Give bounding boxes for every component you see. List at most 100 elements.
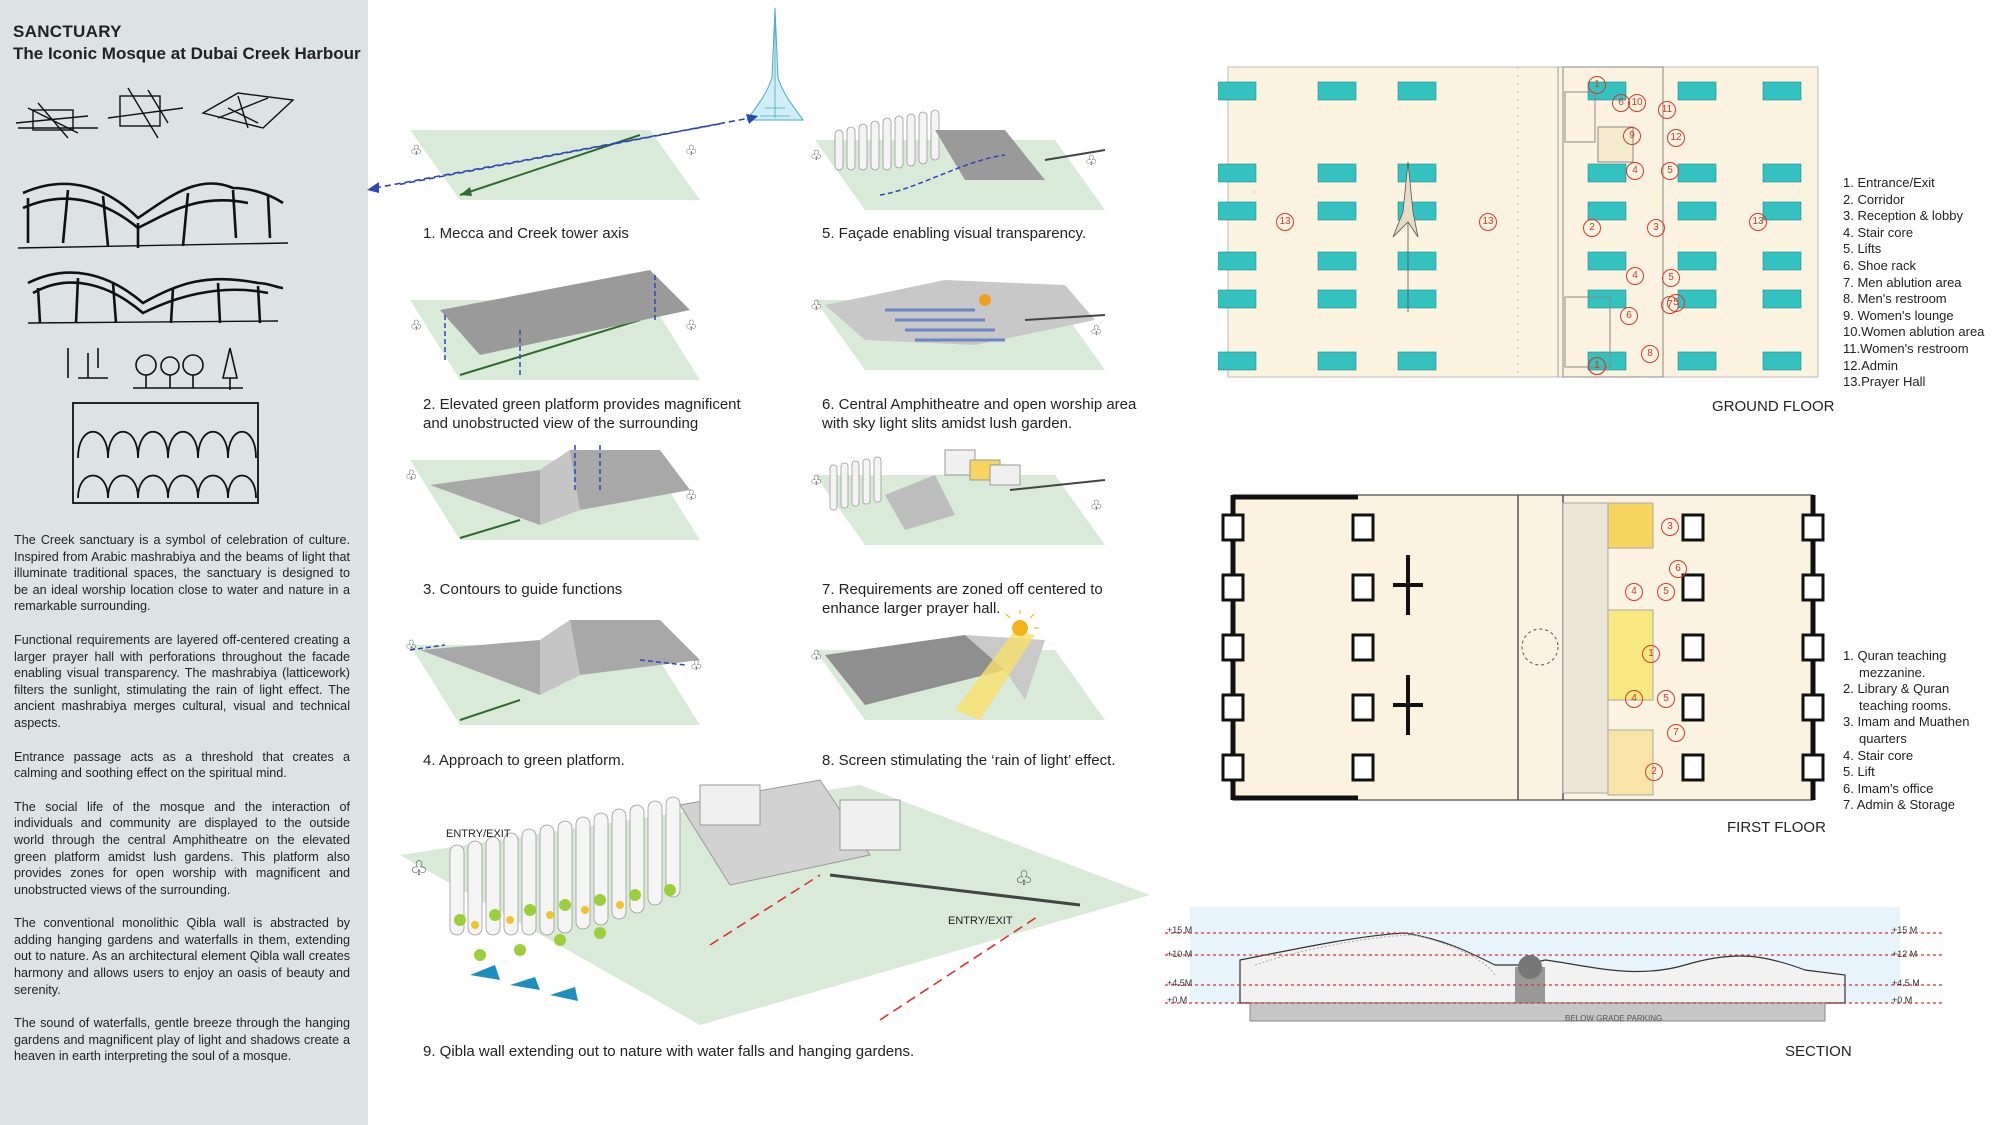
svg-text:♧: ♧ [1085, 152, 1098, 168]
description-text: The Creek sanctuary is a symbol of celeb… [14, 532, 350, 1082]
diagram-caption: 1. Mecca and Creek tower axis [423, 225, 629, 242]
svg-text:♧: ♧ [810, 297, 823, 313]
section-label: SECTION [1785, 1043, 1852, 1060]
sketch-wave-2 [27, 271, 284, 324]
plan-marker: 4 [1626, 267, 1644, 285]
description-paragraph: Functional requirements are layered off-… [14, 632, 350, 730]
svg-text:♧: ♧ [685, 487, 698, 503]
plan-marker: 10 [1628, 94, 1646, 112]
section-level-left: +4.5M [1167, 978, 1193, 988]
legend-item: 11.Women's restroom [1843, 340, 1969, 356]
svg-text:♧: ♧ [1015, 868, 1033, 890]
ground-floor-label: GROUND FLOOR [1712, 398, 1835, 415]
diagram-caption: 5. Façade enabling visual transparency. [822, 225, 1087, 242]
plan-marker: 4 [1625, 690, 1643, 708]
legend-item: mezzanine. [1859, 664, 1926, 680]
svg-text:♧: ♧ [810, 472, 823, 488]
legend-item: 1. Quran teaching [1843, 648, 1947, 663]
plan-marker: 11 [1658, 101, 1676, 119]
sketch-plan [107, 87, 184, 139]
diagram-caption: 9. Qibla wall extending out to nature wi… [423, 1043, 915, 1060]
plan-marker: 6 [1620, 307, 1638, 325]
legend-item: 7. Men ablution area [1843, 274, 1962, 290]
diagram-3-contours: ♧ ♧ [405, 445, 700, 540]
plan-marker: 5 [1661, 162, 1679, 180]
plan-marker: 1 [1588, 357, 1606, 375]
sketch-iso [201, 92, 295, 129]
description-paragraph: The sound of waterfalls, gentle breeze t… [14, 1016, 350, 1064]
diagram-2-platform: ♧ ♧ [410, 270, 700, 380]
plan-marker: 1 [1588, 76, 1606, 94]
diagram-7-zoning: ♧ ♧ [810, 449, 1106, 545]
svg-text:♧: ♧ [410, 317, 423, 333]
legend-item: 12.Admin [1843, 357, 1898, 373]
sketch-wave-1 [17, 182, 289, 249]
plan-marker: 9 [1623, 127, 1641, 145]
section-level-left: +0 M [1167, 995, 1188, 1005]
plan-marker: 4 [1625, 583, 1643, 601]
page-subtitle: The Iconic Mosque at Dubai Creek Harbour [13, 44, 361, 63]
plan-marker: 1 [1642, 645, 1660, 663]
entry-exit-label: ENTRY/EXIT [446, 828, 511, 840]
plan-marker: 4 [1626, 162, 1644, 180]
svg-text:♧: ♧ [1090, 322, 1103, 338]
ground-floor-legend: 1. Entrance/Exit 2. Corridor 3. Receptio… [1843, 175, 1984, 391]
diagram-caption: 6. Central Amphitheatre and open worship… [822, 396, 1137, 413]
svg-text:♧: ♧ [810, 647, 823, 663]
plan-marker: 5 [1657, 583, 1675, 601]
page-title: SANCTUARY [13, 22, 122, 41]
diagram-caption: 8. Screen stimulating the ‘rain of light… [822, 752, 1116, 769]
sketch-axis [15, 102, 98, 139]
svg-text:♧: ♧ [410, 142, 423, 158]
legend-item: 5. Lift [1843, 764, 1875, 780]
legend-item: 13.Prayer Hall [1843, 374, 1926, 390]
svg-text:♧: ♧ [405, 467, 418, 483]
concept-sketches [15, 87, 295, 504]
sketch-trees [67, 347, 243, 390]
plan-marker: 5 [1662, 269, 1680, 287]
diagram-caption: 2. Elevated green platform provides magn… [423, 396, 741, 413]
legend-item: 6. Shoe rack [1843, 257, 1916, 273]
section-level-left: +10 M [1167, 949, 1193, 959]
plan-marker: 7 [1661, 296, 1679, 314]
sketch-arches [72, 402, 259, 504]
plan-marker: 2 [1583, 219, 1601, 237]
section-level-left: +15 M [1167, 925, 1193, 935]
legend-item: 5. Lifts [1843, 241, 1882, 257]
svg-text:♧: ♧ [1090, 497, 1103, 513]
plan-marker: 8 [1641, 345, 1659, 363]
legend-item: 6. Imam's office [1843, 780, 1934, 796]
diagram-1-axis: ♧ ♧ [400, 122, 720, 200]
svg-text:♧: ♧ [685, 317, 698, 333]
first-floor-plan [1221, 494, 1825, 801]
description-paragraph: The conventional monolithic Qibla wall i… [14, 916, 350, 997]
svg-text:♧: ♧ [410, 858, 428, 880]
plan-marker: 7 [1667, 724, 1685, 742]
section-drawing [1165, 907, 1945, 1022]
plan-marker: 12 [1667, 129, 1685, 147]
diagram-caption: enhance larger prayer hall. [822, 600, 1001, 617]
plan-marker: 6 [1669, 560, 1687, 578]
section-level-right: +4.5 M [1892, 978, 1920, 988]
diagram-caption: 3. Contours to guide functions [423, 581, 623, 598]
legend-item: 2. Library & Quran [1843, 681, 1950, 697]
svg-text:♧: ♧ [685, 142, 698, 158]
ground-floor-plan [1218, 66, 1819, 378]
diagram-caption: with sky light slits amidst lush garden. [822, 415, 1073, 432]
plan-marker: 13 [1479, 213, 1497, 231]
svg-text:♧: ♧ [405, 637, 418, 653]
legend-item: teaching rooms. [1859, 697, 1952, 713]
legend-item: quarters [1859, 730, 1907, 746]
diagram-4-approach: ♧ ♧ [405, 620, 703, 725]
section-level-right: +0 M [1892, 995, 1913, 1005]
legend-item: 4. Stair core [1843, 224, 1914, 240]
legend-item: 3. Imam and Muathen [1843, 714, 1970, 730]
first-floor-label: FIRST FLOOR [1727, 819, 1826, 836]
description-paragraph: The Creek sanctuary is a symbol of celeb… [14, 533, 350, 614]
description-paragraph: The social life of the mosque and the in… [14, 799, 350, 897]
legend-item: 10.Women ablution area [1843, 324, 1985, 340]
legend-item: 7. Admin & Storage [1843, 797, 1956, 813]
legend-item: 1. Entrance/Exit [1843, 175, 1935, 190]
diagram-8-rain-of-light: ♧ [810, 610, 1105, 720]
svg-text:♧: ♧ [810, 147, 823, 163]
